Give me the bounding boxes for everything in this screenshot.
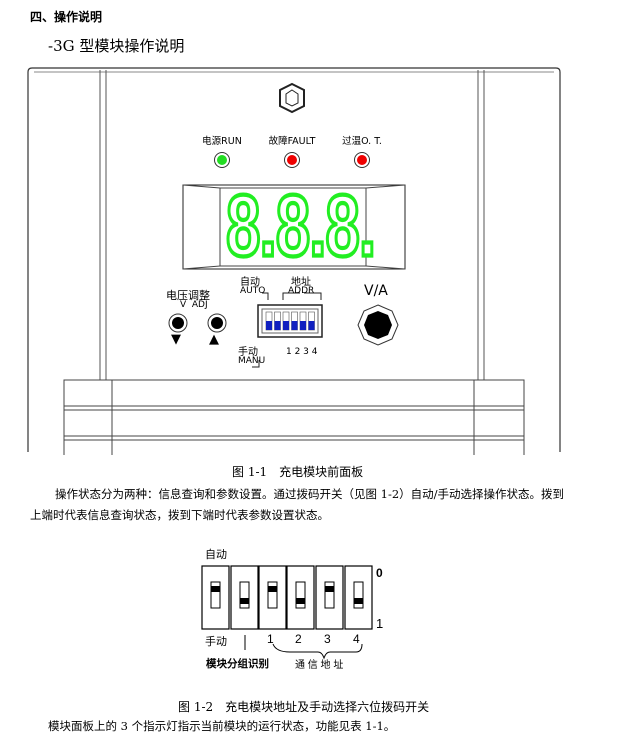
subtitle: -3G 型模块操作说明 bbox=[48, 37, 185, 55]
v-adj-label: V ADJ bbox=[180, 300, 208, 310]
dip-toggle bbox=[325, 586, 334, 592]
dip-toggle bbox=[266, 321, 272, 330]
dip-toggle bbox=[211, 586, 220, 592]
dip-zero-label: 0 bbox=[376, 566, 383, 580]
section-title: 四、操作说明 bbox=[30, 10, 103, 24]
dip-switch-figure: 自动 0 1 手动 1 2 3 4 模块分组识别 通 信 地 址 bbox=[0, 540, 621, 680]
address-bit-number: 1 bbox=[267, 632, 274, 646]
dip-switch-5 bbox=[315, 565, 344, 630]
voltage-adjust-knobs bbox=[168, 313, 227, 333]
panel-frame bbox=[27, 67, 561, 455]
voltage-adjust-label: 电压调整 bbox=[166, 289, 210, 302]
led-label: 过温O. T. bbox=[342, 136, 382, 147]
addr-en-label: ADDR bbox=[288, 286, 315, 296]
dip-toggle bbox=[300, 321, 306, 330]
va-knob bbox=[357, 304, 399, 346]
address-bit-number: 3 bbox=[324, 632, 331, 646]
comm-address-label: 通 信 地 址 bbox=[295, 660, 344, 671]
dip-switch-drawing bbox=[201, 565, 373, 660]
dip-toggle bbox=[240, 598, 249, 604]
hex-nut-icon bbox=[279, 82, 305, 114]
dip-one-label: 1 bbox=[376, 616, 384, 631]
address-bit-number: 4 bbox=[353, 632, 360, 646]
dip-toggle bbox=[274, 321, 281, 330]
dip-toggle bbox=[283, 321, 289, 330]
dip-switch-4 bbox=[286, 565, 315, 630]
dip-manual-label: 手动 bbox=[205, 636, 227, 648]
figure-1-1-caption: 图 1-1 充电模块前面板 bbox=[232, 465, 364, 479]
dip-switch-small bbox=[257, 304, 323, 338]
dip-toggle bbox=[308, 321, 315, 330]
dip-switch-1 bbox=[201, 565, 230, 630]
down-arrow-icon: ▼ bbox=[171, 332, 181, 347]
dip-switch-6 bbox=[344, 565, 373, 630]
auto-label: 自动 bbox=[240, 277, 260, 288]
dip-auto-label: 自动 bbox=[205, 549, 227, 561]
group-id-label: 模块分组识别 bbox=[206, 658, 269, 670]
dip-toggle bbox=[291, 321, 298, 330]
manual-label: 手动 bbox=[238, 347, 258, 358]
dip-toggle bbox=[268, 586, 277, 592]
manual-en-label: MANU bbox=[238, 356, 266, 366]
dip-switch-2 bbox=[230, 565, 259, 630]
addr-label: 地址 bbox=[291, 277, 311, 288]
auto-en-label: AUTO bbox=[240, 286, 266, 296]
dip-toggle bbox=[354, 598, 363, 604]
led-indicator bbox=[215, 153, 229, 167]
led-label: 故障FAULT bbox=[268, 136, 316, 147]
seven-segment-display: 8.8.8. bbox=[225, 178, 378, 275]
paragraph-operation-states: 操作状态分为两种：信息查询和参数设置。通过拨码开关（见图 1-2）自动/手动选择… bbox=[30, 487, 565, 522]
figure-1-2-caption: 图 1-2 充电模块地址及手动选择六位拨码开关 bbox=[178, 700, 430, 714]
address-bit-number: 2 bbox=[295, 632, 302, 646]
dip-toggle bbox=[296, 598, 305, 604]
led-indicator bbox=[355, 153, 369, 167]
up-arrow-icon: ▲ bbox=[209, 332, 219, 347]
dip-switch-3 bbox=[258, 565, 287, 630]
vent-slats bbox=[63, 379, 525, 455]
paragraph-indicators: 模块面板上的 3 个指示灯指示当前模块的运行状态，功能见表 1-1。 bbox=[48, 719, 396, 733]
dip-numbers: 1 2 3 4 bbox=[286, 347, 318, 357]
display-window bbox=[182, 184, 406, 270]
led-indicator bbox=[285, 153, 299, 167]
led-label: 电源RUN bbox=[202, 136, 242, 147]
va-label: V/A bbox=[364, 283, 388, 299]
